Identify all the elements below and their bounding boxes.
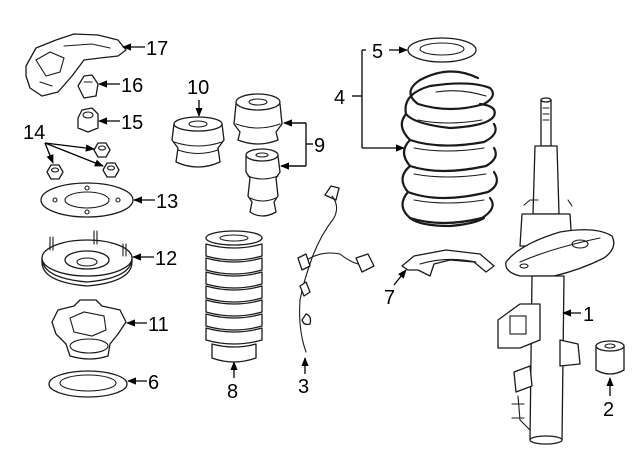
part-8-dust-boot bbox=[205, 230, 263, 363]
callout-16-label: 16 bbox=[121, 75, 143, 97]
callout-9-label: 9 bbox=[314, 135, 325, 157]
callout-3-label: 3 bbox=[298, 376, 309, 398]
part-4-coil-spring bbox=[400, 70, 499, 228]
part-17-mount-cover bbox=[25, 33, 127, 97]
callout-4-label: 4 bbox=[334, 87, 345, 109]
part-13-gasket bbox=[40, 182, 134, 218]
callout-11-label: 11 bbox=[148, 314, 169, 336]
callout-5-label: 5 bbox=[372, 41, 383, 63]
callout-6-label: 6 bbox=[148, 372, 159, 394]
callout-13: 13 bbox=[133, 191, 178, 213]
part-11-spring-seat bbox=[51, 299, 127, 360]
callout-12-label: 12 bbox=[155, 248, 177, 270]
callout-17: 17 bbox=[122, 38, 168, 60]
callout-17-label: 17 bbox=[146, 38, 168, 60]
callout-8-label: 8 bbox=[227, 381, 238, 403]
callout-5: 5 bbox=[372, 41, 408, 63]
callout-14: 14 bbox=[23, 122, 104, 167]
callout-8: 8 bbox=[227, 361, 238, 403]
callout-10: 10 bbox=[187, 77, 209, 117]
part-1-strut bbox=[497, 97, 615, 445]
callout-1-label: 1 bbox=[583, 304, 594, 326]
callout-7: 7 bbox=[384, 269, 407, 309]
part-10-bumper bbox=[171, 116, 225, 168]
callout-16: 16 bbox=[98, 75, 143, 97]
part-9-bumper-kit bbox=[233, 93, 283, 217]
part-12-strut-mount bbox=[41, 230, 133, 287]
part-5-spring-insulator bbox=[407, 37, 477, 63]
part-3-sensor-harness bbox=[297, 185, 375, 353]
callout-9: 9 bbox=[280, 119, 325, 170]
callout-2: 2 bbox=[603, 377, 614, 421]
part-14-nuts bbox=[46, 142, 120, 180]
part-6-bearing bbox=[48, 370, 128, 398]
part-15-nut bbox=[77, 107, 99, 133]
callout-15: 15 bbox=[98, 112, 143, 134]
part-2-bushing bbox=[595, 340, 625, 375]
callout-1: 1 bbox=[562, 304, 594, 326]
callout-13-label: 13 bbox=[156, 191, 178, 213]
callout-2-label: 2 bbox=[603, 399, 614, 421]
callout-7-label: 7 bbox=[384, 287, 395, 309]
callout-6: 6 bbox=[127, 372, 159, 394]
callout-10-label: 10 bbox=[187, 77, 209, 99]
callout-3: 3 bbox=[298, 357, 309, 398]
part-16-clip bbox=[77, 74, 99, 99]
callout-14-label: 14 bbox=[23, 122, 45, 144]
part-7-lower-insulator bbox=[401, 249, 495, 277]
callout-15-label: 15 bbox=[121, 112, 143, 134]
callout-12: 12 bbox=[132, 248, 177, 270]
callout-11: 11 bbox=[126, 314, 169, 336]
callout-4: 4 bbox=[334, 49, 405, 152]
